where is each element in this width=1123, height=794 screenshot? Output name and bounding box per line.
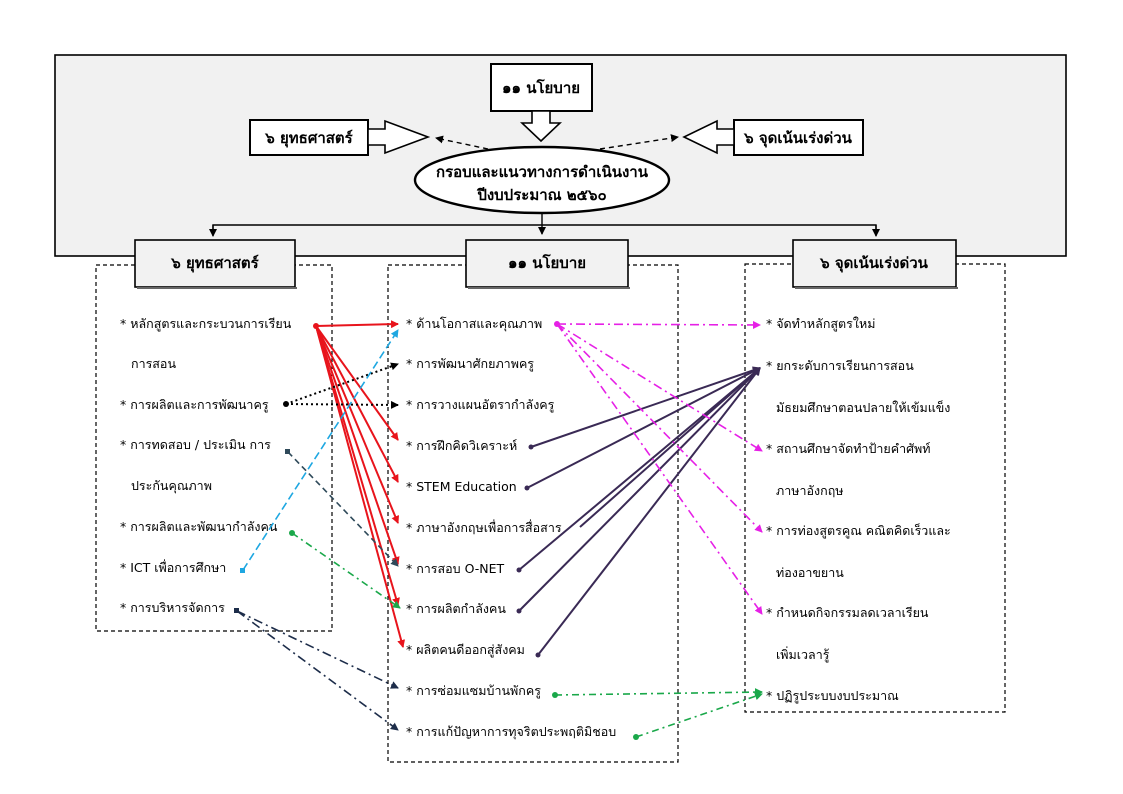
slate-link bbox=[287, 451, 399, 567]
slate-source-dot bbox=[285, 449, 290, 454]
magenta-links bbox=[554, 320, 763, 615]
strategy-item: * การผลิตและการพัฒนาครู bbox=[120, 397, 269, 413]
navy-link bbox=[236, 610, 399, 689]
focus-item: * จัดทำหลักสูตรใหม่ bbox=[766, 316, 875, 332]
red-link bbox=[315, 325, 399, 441]
policy-item: * STEM Education bbox=[406, 479, 517, 494]
purple-dot bbox=[516, 608, 522, 614]
strategy-header-title: ๖ ยุทธศาสตร์ bbox=[170, 254, 259, 273]
focus-item: * สถานศึกษาจัดทำป้ายคำศัพท์ bbox=[766, 441, 931, 456]
top-focus-label: ๖ จุดเน้นเร่งด่วน bbox=[743, 129, 853, 148]
purple-dot bbox=[528, 444, 534, 450]
focus-item: * ปฏิรูประบบงบประมาณ bbox=[766, 688, 899, 704]
dash-arrow-right bbox=[599, 134, 679, 150]
focus-item: * การท่องสูตรคูณ คณิตคิดเร็วและ bbox=[766, 523, 951, 539]
center-line-2: ปีงบประมาณ ๒๕๖๐ bbox=[476, 186, 606, 204]
policy-item: * ผลิตคนดีออกสู่สังคม bbox=[406, 642, 525, 658]
green-link bbox=[635, 692, 763, 738]
focus-items: * จัดทำหลักสูตรใหม่ * ยกระดับการเรียนการ… bbox=[766, 316, 951, 704]
magenta-link bbox=[556, 320, 761, 329]
cyan-source-dot bbox=[240, 568, 245, 573]
green-link bbox=[291, 532, 401, 609]
policy-item: * ด้านโอกาสและคุณภาพ bbox=[406, 316, 542, 332]
slate-links bbox=[285, 449, 399, 567]
policy-item: * การฝึกคิดวิเคราะห์ bbox=[406, 438, 517, 453]
navy-links bbox=[234, 608, 399, 731]
policy-item: * การสอบ O-NET bbox=[406, 561, 505, 576]
magenta-link bbox=[556, 323, 763, 452]
focus-item: * ยกระดับการเรียนการสอน bbox=[766, 358, 914, 373]
strategy-item: * หลักสูตรและกระบวนการเรียน bbox=[120, 316, 292, 332]
focus-item: * กำหนดกิจกรรมลดเวลาเรียน bbox=[766, 605, 929, 620]
policy-item: * การวางแผนอัตรากำลังครู bbox=[406, 397, 555, 413]
strategy-item-cont: การสอน bbox=[131, 356, 176, 371]
policy-header-title: ๑๑ นโยบาย bbox=[508, 253, 586, 272]
navy-source-dot bbox=[234, 608, 239, 613]
red-link bbox=[315, 325, 400, 565]
navy-link bbox=[236, 610, 399, 731]
policy-item: * การแก้ปัญหาการทุจริตประพฤติมิชอบ bbox=[406, 724, 616, 740]
top-policy-label: ๑๑ นโยบาย bbox=[502, 78, 580, 97]
purple-dot bbox=[524, 485, 530, 491]
purple-link bbox=[537, 367, 761, 656]
top-focus-box bbox=[733, 119, 864, 156]
purple-link bbox=[579, 367, 761, 528]
top-policy-arrow bbox=[519, 110, 563, 143]
green-link bbox=[554, 688, 763, 697]
cyan-links bbox=[240, 329, 399, 573]
top-strategy-arrow bbox=[367, 119, 431, 155]
purple-link bbox=[518, 367, 761, 571]
black-dotted-links bbox=[283, 362, 399, 409]
strategy-item: * การผลิตและพัฒนากำลังคน bbox=[120, 519, 278, 534]
top-strategy-label: ๖ ยุทธศาสตร์ bbox=[264, 129, 353, 148]
strategy-item: * ICT เพื่อการศึกษา bbox=[120, 559, 226, 575]
strategy-item: * การทดสอบ / ประเมิน การ bbox=[120, 437, 271, 452]
top-focus-arrow bbox=[682, 119, 735, 155]
strategy-items: * หลักสูตรและกระบวนการเรียน การสอน * การ… bbox=[120, 316, 292, 615]
policy-item: * การพัฒนาศักยภาพครู bbox=[406, 356, 534, 372]
purple-link bbox=[526, 367, 761, 489]
red-link bbox=[315, 320, 399, 329]
red-link bbox=[315, 325, 400, 606]
red-links bbox=[313, 320, 406, 648]
purple-links bbox=[516, 366, 761, 658]
policy-item: * การผลิตกำลังคน bbox=[406, 601, 506, 616]
strategy-item: * การบริหารจัดการ bbox=[120, 600, 225, 615]
purple-link bbox=[518, 367, 761, 612]
red-link bbox=[315, 325, 400, 524]
focus-header-box bbox=[792, 239, 957, 288]
focus-item-cont: เพิ่มเวลารู้ bbox=[776, 646, 830, 663]
magenta-link bbox=[556, 323, 763, 533]
focus-item-cont: มัธยมศึกษาตอนปลายให้เข้มแข็ง bbox=[776, 400, 950, 415]
policy-item: * การซ่อมแซมบ้านพักครู bbox=[406, 683, 541, 699]
green-links bbox=[289, 530, 763, 740]
purple-link bbox=[530, 366, 761, 448]
center-line-1: กรอบและแนวทางการดำเนินงาน bbox=[436, 163, 649, 181]
red-link bbox=[315, 325, 406, 648]
purple-dot bbox=[535, 652, 541, 658]
purple-dot bbox=[516, 567, 522, 573]
black-dotted-link bbox=[285, 400, 399, 409]
policy-header-box bbox=[465, 239, 629, 288]
focus-item-cont: ท่องอาขยาน bbox=[776, 565, 844, 580]
focus-header-title: ๖ จุดเน้นเร่งด่วน bbox=[819, 254, 929, 273]
focus-item-cont: ภาษาอังกฤษ bbox=[776, 483, 844, 498]
top-policy-box bbox=[490, 63, 593, 112]
policy-items: * ด้านโอกาสและคุณภาพ * การพัฒนาศักยภาพคร… bbox=[406, 316, 616, 740]
policy-item: * ภาษาอังกฤษเพื่อการสื่อสาร bbox=[406, 519, 562, 535]
policy-column-frame bbox=[387, 264, 679, 763]
black-dotted-link bbox=[285, 362, 399, 405]
magenta-link bbox=[556, 323, 763, 615]
strategy-item-cont: ประกันคุณภาพ bbox=[131, 478, 212, 494]
